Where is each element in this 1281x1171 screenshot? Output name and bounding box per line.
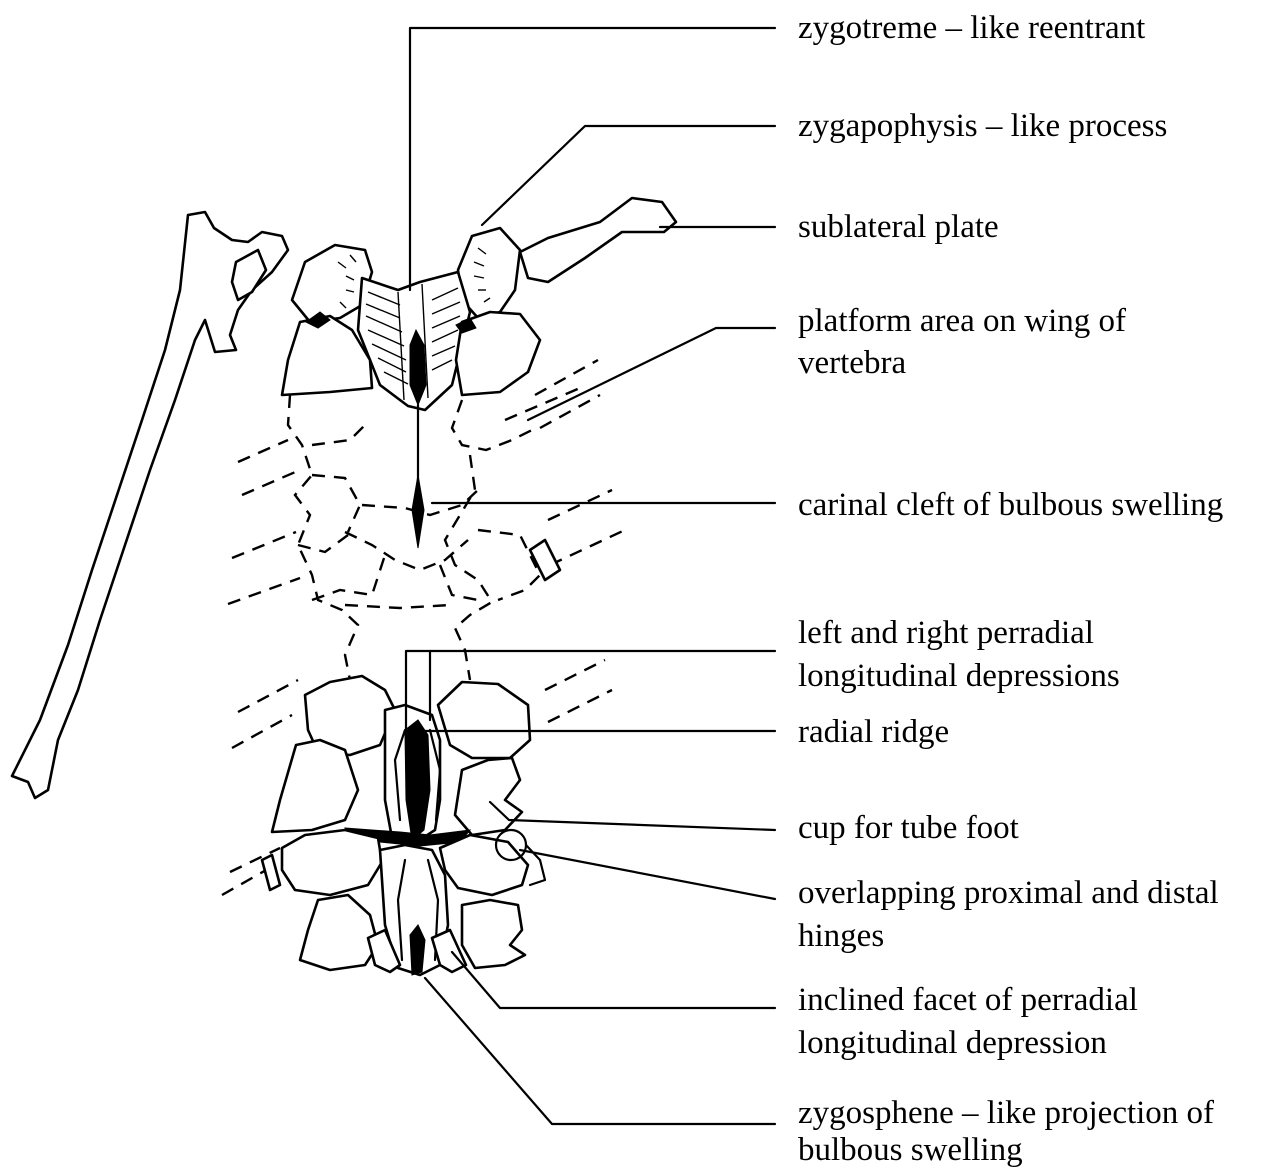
- label-carinal-cleft: carinal cleft of bulbous swelling: [798, 484, 1223, 526]
- lower-left-stipple-2: [300, 895, 378, 970]
- upper-vertebra: [282, 198, 676, 410]
- lower-right-stipple-1: [455, 758, 522, 835]
- label-radial-ridge: radial ridge: [798, 711, 949, 753]
- label-inclined-facet-line1: inclined facet of perradial: [798, 979, 1138, 1021]
- carinal-cleft: [412, 475, 424, 548]
- label-perradial-line2: longitudinal depressions: [798, 655, 1120, 697]
- lower-vertebra-1: [272, 676, 530, 846]
- label-platform-area-line2: vertebra: [798, 342, 906, 384]
- label-inclined-facet-line2: longitudinal depression: [798, 1022, 1107, 1064]
- lower-vertebra-2: [282, 830, 528, 975]
- lower-left-ossicle-2: [282, 830, 382, 895]
- arm-spine: [12, 212, 288, 798]
- label-hinges-line1: overlapping proximal and distal: [798, 872, 1219, 914]
- lower-right-ossicle: [438, 682, 530, 758]
- lower-right-ossicle-2: [440, 835, 528, 895]
- label-perradial-line1: left and right perradial: [798, 612, 1094, 654]
- label-zygotreme: zygotreme – like reentrant: [798, 7, 1145, 49]
- label-zygosphene-line1: zygosphene – like projection of: [798, 1092, 1214, 1134]
- label-zygapophysis: zygapophysis – like process: [798, 105, 1167, 147]
- label-sublateral-plate: sublateral plate: [798, 206, 999, 248]
- sublateral-plate: [520, 198, 676, 282]
- lower-left-stipple-1: [272, 740, 358, 832]
- label-platform-area-line1: platform area on wing of: [798, 300, 1126, 342]
- lower-right-stipple-2: [462, 900, 525, 968]
- label-zygosphene-line2: bulbous swelling: [798, 1129, 1023, 1171]
- label-tube-foot-cup: cup for tube foot: [798, 807, 1019, 849]
- label-hinges-line2: hinges: [798, 915, 884, 957]
